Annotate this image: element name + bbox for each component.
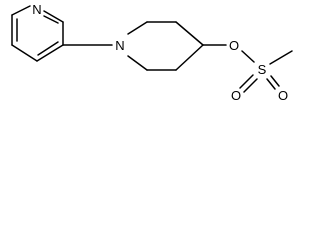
atom-label-pyridine-n: N xyxy=(32,2,41,17)
pyridine-ring xyxy=(11,5,64,62)
piperidine-ring xyxy=(127,21,204,71)
atom-label-sulfonyl-o1: O xyxy=(231,88,241,103)
atom-label-ester-o: O xyxy=(229,38,239,53)
bond-sulfur-oxygen-double-1 xyxy=(239,74,258,93)
bond-sulfur-oxygen-double-2 xyxy=(266,75,280,90)
atom-label-piperidine-n: N xyxy=(115,38,124,53)
structure-diagram: N N O S O O xyxy=(11,2,293,103)
atom-label-sulfonyl-o2: O xyxy=(278,88,288,103)
bond-sulfur-methyl xyxy=(269,50,293,65)
bond-oxygen-sulfur xyxy=(241,50,255,63)
atom-label-sulfur: S xyxy=(258,62,267,77)
